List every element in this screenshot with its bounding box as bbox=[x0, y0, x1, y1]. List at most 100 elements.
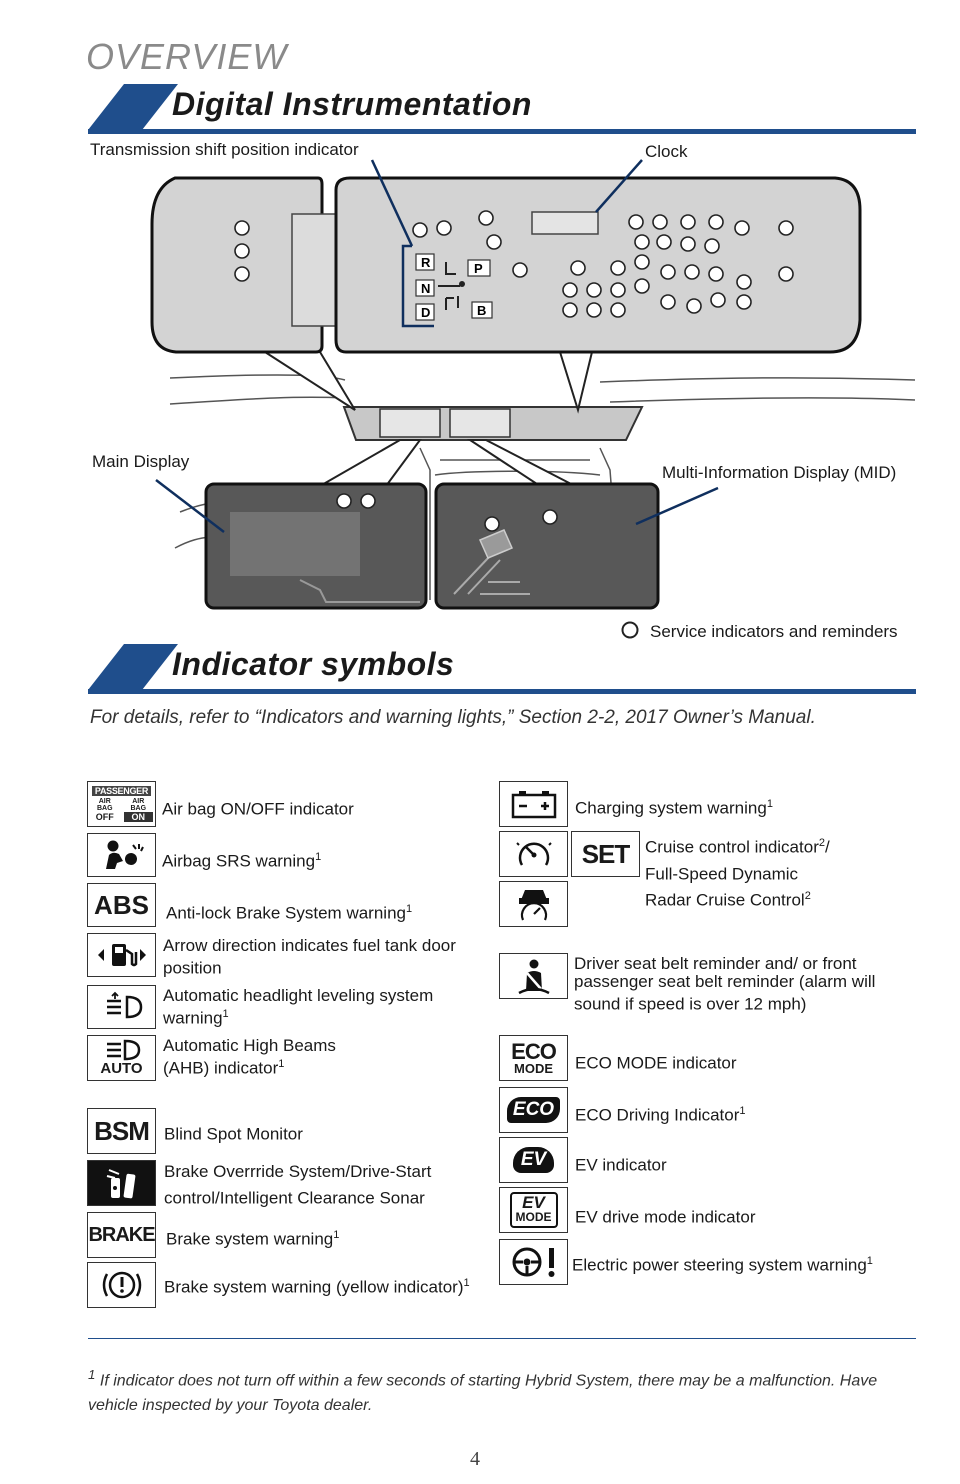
section-header-digital-instrumentation: Digital Instrumentation bbox=[88, 84, 916, 134]
callout-label-main-display: Main Display bbox=[92, 452, 190, 471]
eco-mode-icon: ECO MODE bbox=[499, 1035, 568, 1081]
indicator-label-brake-override: Brake Overrride System/Drive-Start contr… bbox=[164, 1162, 432, 1208]
service-indicator-circle bbox=[234, 220, 250, 236]
cluster-screen-left bbox=[379, 408, 441, 438]
service-indicator-circle bbox=[586, 282, 602, 298]
magnified-panel-left bbox=[150, 176, 324, 354]
brake-warning-icon: BRAKE bbox=[87, 1212, 156, 1258]
indicator-label-bsm: Blind Spot Monitor bbox=[164, 1124, 303, 1144]
headlight-leveling-icon bbox=[87, 985, 156, 1029]
icon-text-mode: MODE bbox=[514, 1060, 553, 1076]
shift-letter-r: R bbox=[421, 255, 431, 270]
service-indicator-circles bbox=[234, 210, 794, 318]
service-indicator-circle bbox=[436, 220, 452, 236]
intro-text: For details, refer to “Indicators and wa… bbox=[90, 707, 816, 728]
icon-text-eco: ECO bbox=[511, 1038, 557, 1064]
service-indicator-circle bbox=[610, 260, 626, 276]
icon-text-auto: AUTO bbox=[100, 1060, 143, 1077]
ev-indicator-icon: EV bbox=[499, 1137, 568, 1183]
service-indicator-circle bbox=[610, 302, 626, 318]
indicator-label-airbag-on-off: Air bag ON/OFF indicator bbox=[162, 799, 354, 819]
icon-text-off: OFF bbox=[95, 812, 114, 822]
service-indicator-circle bbox=[708, 266, 724, 282]
service-indicator-circle bbox=[542, 509, 558, 525]
callout-line-mid bbox=[635, 486, 719, 526]
service-indicator-circle bbox=[562, 282, 578, 298]
overview-heading: OVERVIEW bbox=[86, 36, 288, 77]
section-tab bbox=[88, 644, 178, 690]
service-indicator-circle bbox=[360, 493, 376, 509]
mid-vehicle bbox=[479, 529, 513, 559]
magnified-panel-right bbox=[334, 176, 862, 354]
clock-display bbox=[531, 211, 599, 235]
service-indicator-circle bbox=[778, 220, 794, 236]
shift-indicator: R N D P B bbox=[415, 253, 493, 321]
indicator-label-headlight-leveling: Automatic headlight leveling system warn… bbox=[163, 986, 434, 1028]
service-indicator-circle bbox=[484, 516, 500, 532]
footer-rule bbox=[88, 1338, 916, 1339]
charging-system-icon bbox=[499, 781, 568, 827]
indicator-label-brake-warning-yellow: Brake system warning (yellow indicator)1 bbox=[164, 1277, 470, 1297]
airbag-srs-icon bbox=[87, 833, 156, 877]
indicator-label-full-speed: Full-Speed Dynamic bbox=[645, 864, 799, 884]
service-indicator-circle bbox=[736, 294, 752, 310]
indicator-label-brake-warning: Brake system warning1 bbox=[166, 1229, 340, 1249]
service-indicator-circle bbox=[610, 282, 626, 298]
icon-text-eco-driving: ECO bbox=[506, 1097, 561, 1123]
fuel-door-icon bbox=[87, 933, 156, 977]
callout-line-shift bbox=[370, 159, 414, 247]
indicator-label-ev-drive-mode: EV drive mode indicator bbox=[575, 1207, 756, 1227]
abs-icon: ABS bbox=[87, 883, 156, 927]
legend-label: Service indicators and reminders bbox=[650, 622, 898, 641]
section-title: Digital Instrumentation bbox=[172, 86, 532, 122]
indicator-label-radar-cruise: Radar Cruise Control2 bbox=[645, 890, 811, 910]
service-indicator-circle bbox=[634, 254, 650, 270]
indicator-label-ev: EV indicator bbox=[575, 1155, 667, 1175]
section-header-indicator-symbols: Indicator symbols bbox=[88, 644, 916, 694]
service-indicator-circle bbox=[778, 266, 794, 282]
indicator-label-airbag-srs: Airbag SRS warning1 bbox=[162, 851, 322, 871]
callout-line-main-display bbox=[155, 479, 225, 533]
cruise-set-icon: SET bbox=[571, 831, 640, 877]
service-indicator-circle bbox=[684, 264, 700, 280]
service-indicator-circle bbox=[660, 294, 676, 310]
section-rule bbox=[88, 689, 916, 694]
icon-text-ev: EV bbox=[512, 1147, 555, 1173]
mid-panel bbox=[434, 482, 660, 610]
service-indicator-circle bbox=[634, 278, 650, 294]
mid-road-lines bbox=[453, 555, 530, 595]
indicator-label-seat-belt: Driver seat belt reminder and/ or front … bbox=[574, 954, 876, 1014]
service-indicator-circle bbox=[234, 266, 250, 282]
section-rule bbox=[88, 129, 916, 134]
service-indicator-circle bbox=[652, 214, 668, 230]
service-indicator-circle bbox=[704, 238, 720, 254]
callout-wedge-right bbox=[558, 351, 594, 414]
callout-lines bbox=[155, 159, 719, 533]
brake-override-icon bbox=[87, 1160, 156, 1206]
callout-label-clock: Clock bbox=[645, 142, 688, 161]
radar-cruise-icon bbox=[499, 881, 568, 927]
shift-letter-p: P bbox=[474, 261, 483, 276]
section-title: Indicator symbols bbox=[172, 646, 455, 682]
legend-circle-icon bbox=[621, 621, 639, 639]
callout-wedge-bottom-left bbox=[316, 439, 422, 487]
footnote-text: If indicator does not turn off within a … bbox=[88, 1372, 878, 1415]
service-indicator-circle bbox=[656, 234, 672, 250]
service-indicator-circle bbox=[708, 214, 724, 230]
callout-wedge-bottom-right bbox=[466, 439, 576, 487]
indicator-label-cruise-group: Cruise control indicator2/ Full-Speed Dy… bbox=[645, 832, 905, 912]
eco-driving-icon: ECO bbox=[499, 1087, 568, 1133]
main-display-glow bbox=[230, 512, 360, 576]
icon-text-on: ON bbox=[123, 812, 153, 822]
service-indicator-circle bbox=[680, 214, 696, 230]
service-indicator-circle bbox=[680, 236, 696, 252]
auto-high-beams-icon: AUTO bbox=[87, 1035, 156, 1081]
shift-letter-b: B bbox=[477, 303, 486, 318]
brake-warning-yellow-icon bbox=[87, 1262, 156, 1308]
shift-letter-n: N bbox=[421, 281, 430, 296]
service-indicator-circle bbox=[562, 302, 578, 318]
page-number: 4 bbox=[470, 1448, 480, 1470]
service-indicator-circle bbox=[734, 220, 750, 236]
cluster-screen-right bbox=[449, 408, 511, 438]
callout-line-clock bbox=[595, 159, 643, 213]
